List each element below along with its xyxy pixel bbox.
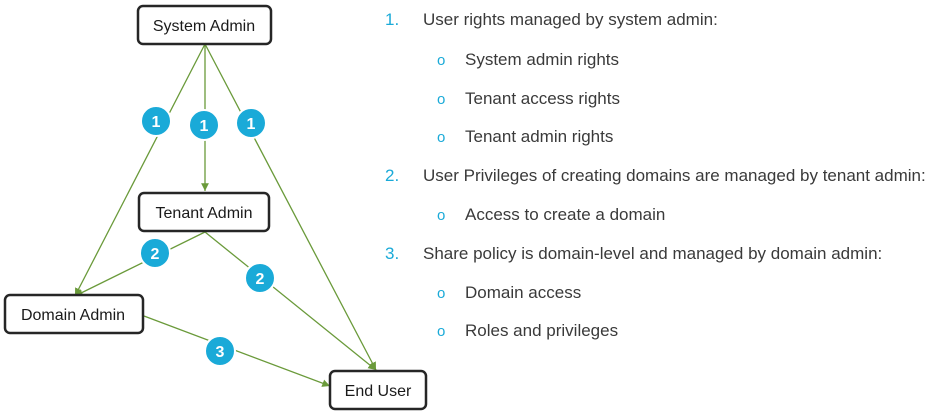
sub-item-text: Roles and privileges bbox=[465, 321, 619, 340]
list-number: 3. bbox=[385, 244, 400, 263]
node-label: Tenant Admin bbox=[156, 205, 253, 222]
sub-item: o Tenant admin rights bbox=[437, 127, 613, 147]
sub-item-text: Tenant admin rights bbox=[465, 127, 614, 146]
list-number: 2. bbox=[385, 166, 400, 185]
node-end-user: End User bbox=[328, 369, 428, 411]
list-item-text: User rights managed by system admin: bbox=[423, 10, 718, 29]
badge-number: 2 bbox=[256, 271, 265, 288]
sub-item-text: Domain access bbox=[465, 283, 582, 302]
bullet-icon: o bbox=[437, 207, 446, 224]
node-label: End User bbox=[345, 383, 412, 400]
list-item: 1. User rights managed by system admin: bbox=[385, 10, 718, 30]
edge-domain-to-enduser bbox=[143, 315, 331, 387]
list-number: 1. bbox=[385, 10, 400, 29]
badge-number: 1 bbox=[200, 118, 209, 135]
badge-edge-tenant-to-enduser: 2 bbox=[244, 262, 276, 294]
bullet-icon: o bbox=[437, 285, 446, 302]
list-item-text: Share policy is domain-level and managed… bbox=[423, 244, 883, 263]
edge-system-to-domain bbox=[74, 43, 206, 297]
node-tenant-admin: Tenant Admin bbox=[137, 191, 271, 233]
sub-item: o Tenant access rights bbox=[437, 89, 620, 109]
node-label: Domain Admin bbox=[21, 307, 125, 324]
sub-item: o Domain access bbox=[437, 283, 581, 303]
badge-number: 1 bbox=[152, 114, 161, 131]
badge-edge-system-to-tenant: 1 bbox=[188, 109, 220, 141]
sub-item-text: Tenant access rights bbox=[465, 89, 620, 108]
list-item: 2. User Privileges of creating domains ar… bbox=[385, 166, 926, 186]
sub-item: o System admin rights bbox=[437, 50, 619, 70]
badge-edge-tenant-to-domain: 2 bbox=[139, 237, 171, 269]
sub-item-text: Access to create a domain bbox=[465, 205, 666, 224]
bullet-icon: o bbox=[437, 52, 446, 69]
list-item: 3. Share policy is domain-level and manag… bbox=[385, 244, 882, 264]
badge-number: 2 bbox=[151, 246, 160, 263]
node-system-admin: System Admin bbox=[136, 4, 273, 46]
edge-tenant-to-enduser bbox=[204, 231, 377, 371]
badge-number: 3 bbox=[216, 344, 225, 361]
list-item-text: User Privileges of creating domains are … bbox=[423, 166, 926, 185]
node-domain-admin: Domain Admin bbox=[3, 293, 145, 335]
sub-item: o Roles and privileges bbox=[437, 321, 618, 341]
badge-edge-domain-to-enduser: 3 bbox=[204, 335, 236, 367]
edge-tenant-to-domain bbox=[74, 231, 206, 297]
bullet-icon: o bbox=[437, 129, 446, 146]
badge-number: 1 bbox=[247, 116, 256, 133]
edge-system-to-enduser bbox=[204, 43, 377, 371]
bullet-icon: o bbox=[437, 91, 446, 108]
badge-edge-system-to-enduser: 1 bbox=[235, 107, 267, 139]
node-label: System Admin bbox=[153, 18, 255, 35]
hierarchy-diagram: System Admin Tenant Admin Domain Admin E… bbox=[3, 4, 428, 411]
sub-item-text: System admin rights bbox=[465, 50, 619, 69]
badge-edge-system-to-domain: 1 bbox=[140, 105, 172, 137]
sub-item: o Access to create a domain bbox=[437, 205, 665, 225]
bullet-icon: o bbox=[437, 323, 446, 340]
